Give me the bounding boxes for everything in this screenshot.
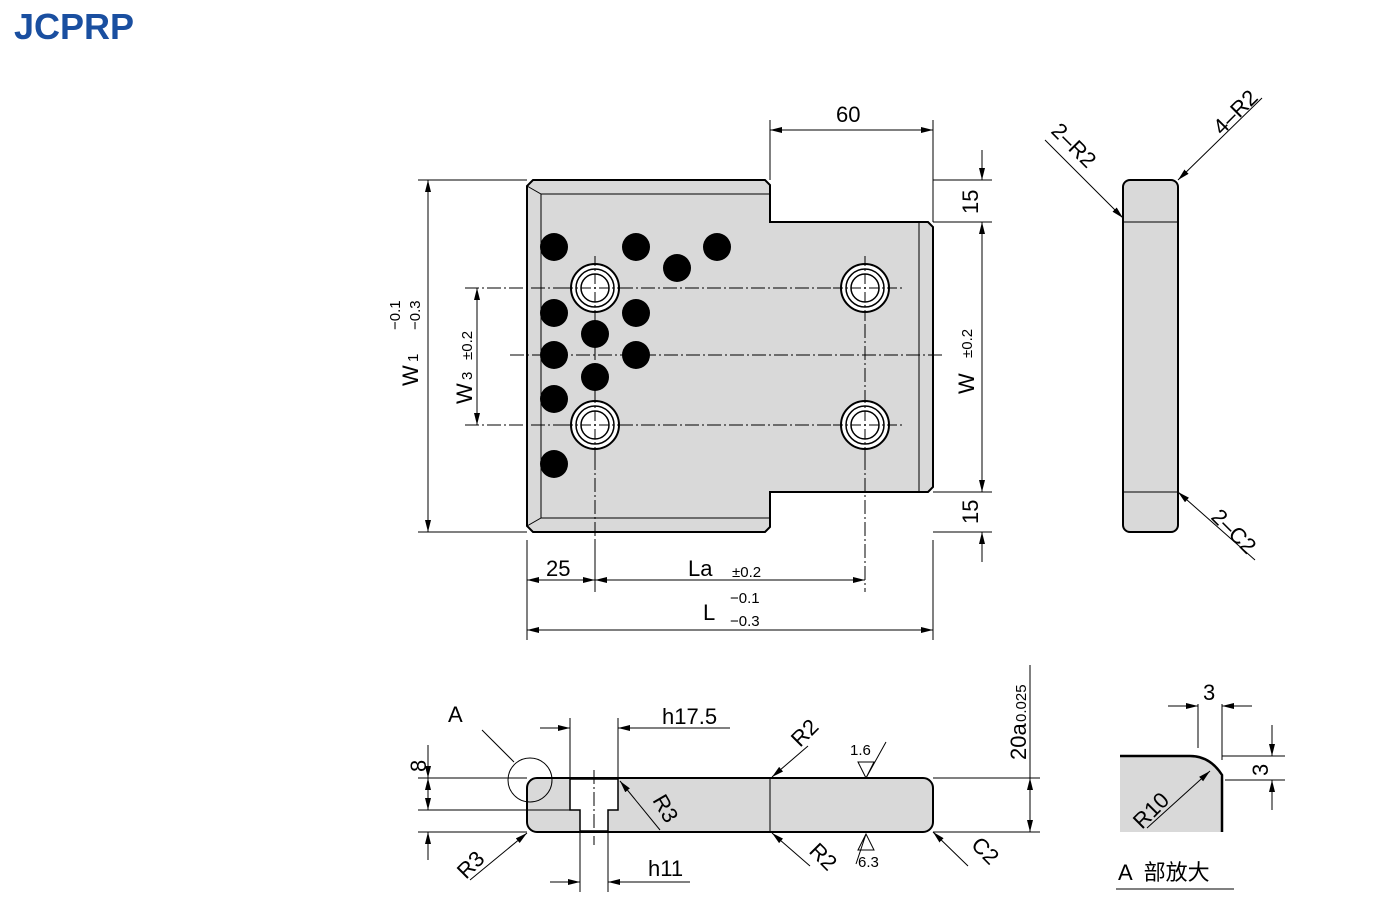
label-4-r2: 4–R2 bbox=[1208, 85, 1263, 140]
detail-dim-3-vertical: 3 bbox=[1248, 764, 1273, 776]
detail-a-view bbox=[1116, 703, 1285, 890]
counterbore-hole bbox=[833, 256, 897, 320]
lubricant-plugs bbox=[540, 233, 731, 478]
dim-la-tolerance: ±0.2 bbox=[732, 564, 761, 581]
dim-w1-tol-upper: −0.1 bbox=[387, 300, 404, 330]
label-detail-a: A bbox=[448, 702, 463, 727]
label-c2: C2 bbox=[966, 832, 1004, 870]
dim-25: 25 bbox=[546, 556, 570, 581]
dim-w: W bbox=[954, 373, 979, 394]
label-2-r2: 2–R2 bbox=[1046, 118, 1101, 173]
plug-hole bbox=[581, 320, 609, 348]
plug-hole bbox=[703, 233, 731, 261]
dim-la: La bbox=[688, 556, 713, 581]
plug-hole bbox=[622, 299, 650, 327]
dim-h11: h11 bbox=[648, 856, 683, 881]
dim-60: 60 bbox=[836, 102, 860, 127]
counterbore-hole bbox=[833, 393, 897, 457]
dim-20a: 20a bbox=[1006, 723, 1031, 760]
label-r2-top: R2 bbox=[786, 714, 824, 752]
plug-hole bbox=[663, 254, 691, 282]
plug-hole bbox=[622, 341, 650, 369]
dim-w3: W bbox=[452, 383, 477, 404]
plug-hole bbox=[540, 341, 568, 369]
label-2-c2: 2–C2 bbox=[1206, 504, 1261, 559]
dim-l: L bbox=[703, 600, 715, 625]
side-view-plate bbox=[1044, 97, 1263, 561]
dim-w3-tolerance: ±0.2 bbox=[459, 331, 476, 360]
dim-15-bottom: 15 bbox=[958, 500, 983, 524]
counterbore-hole bbox=[563, 393, 627, 457]
dim-h17-5: h17.5 bbox=[662, 704, 717, 729]
dim-20a-tolerance: 0.025 bbox=[1013, 684, 1030, 722]
plug-hole bbox=[622, 233, 650, 261]
roughness-bottom: 6.3 bbox=[858, 854, 879, 871]
plug-hole bbox=[540, 233, 568, 261]
dim-l-tol-lower: −0.3 bbox=[730, 613, 760, 630]
dim-w1-tol-lower: −0.3 bbox=[407, 300, 424, 330]
front-view-plate bbox=[418, 665, 1040, 892]
product-code-title: JCPRP bbox=[14, 6, 135, 47]
roughness-top: 1.6 bbox=[850, 742, 871, 759]
dim-w3-subscript: 3 bbox=[459, 372, 476, 380]
plug-hole bbox=[581, 363, 609, 391]
detail-a-caption: A 部放大 bbox=[1118, 860, 1210, 885]
detail-dim-3-horizontal: 3 bbox=[1203, 680, 1215, 705]
plug-hole bbox=[540, 450, 568, 478]
label-r2-bottom: R2 bbox=[804, 838, 842, 876]
dim-l-tol-upper: −0.1 bbox=[730, 590, 760, 607]
dim-8: 8 bbox=[406, 760, 431, 772]
plug-hole bbox=[540, 385, 568, 413]
plug-hole bbox=[540, 299, 568, 327]
counterbore-hole bbox=[563, 256, 627, 320]
dim-w-tolerance: ±0.2 bbox=[959, 329, 976, 358]
dim-w1: W bbox=[398, 365, 423, 386]
counterbored-holes bbox=[563, 256, 897, 457]
dim-15-top: 15 bbox=[958, 190, 983, 214]
label-r3-left: R3 bbox=[452, 846, 490, 884]
dim-w1-subscript: 1 bbox=[405, 354, 422, 362]
